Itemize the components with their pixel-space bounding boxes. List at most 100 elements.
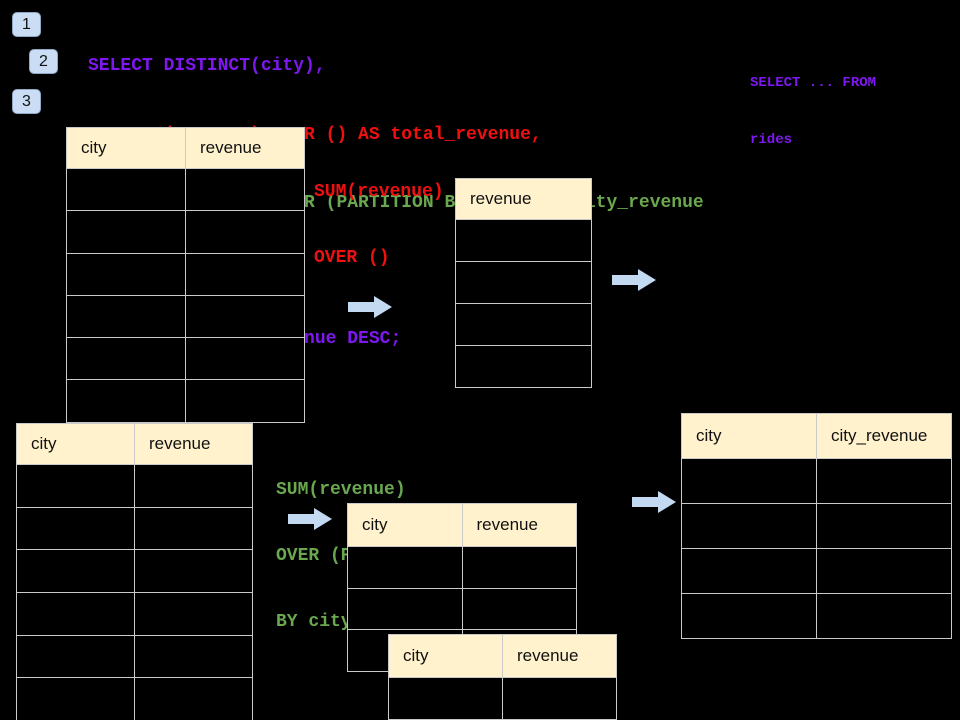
table-row-empty xyxy=(67,252,304,295)
right-arrow-shape xyxy=(632,491,676,513)
table-row-empty xyxy=(67,210,304,253)
table-cell-empty xyxy=(17,635,135,678)
table-cell-empty xyxy=(67,380,186,422)
sql-side-note-line1: SELECT ... FROM xyxy=(750,75,877,91)
table-cell-empty xyxy=(186,253,304,295)
step-badge-2: 2 xyxy=(29,49,58,74)
table-row-empty xyxy=(682,458,951,503)
table-total-revenue-result: revenue xyxy=(455,178,592,388)
column-header-city: city xyxy=(348,504,463,546)
table-row-empty xyxy=(456,303,591,345)
table-row-empty xyxy=(682,548,951,593)
table-row-empty xyxy=(67,337,304,380)
table-row-empty xyxy=(17,677,252,720)
column-header-revenue: revenue xyxy=(476,515,538,534)
column-header-revenue: revenue xyxy=(470,189,532,208)
column-header-city: city xyxy=(67,128,186,168)
right-arrow-icon xyxy=(288,508,332,530)
table-header-row: city city_revenue xyxy=(682,414,951,458)
table-row-empty xyxy=(456,345,591,387)
table-row-empty xyxy=(17,549,252,593)
table-row-empty xyxy=(67,379,304,422)
table-row-empty xyxy=(17,506,252,550)
table-row-empty xyxy=(67,294,304,338)
table-header-row: revenue xyxy=(456,179,591,219)
table-row-empty xyxy=(456,261,591,303)
table-cell-empty xyxy=(17,593,135,635)
table-cell-empty xyxy=(17,465,135,507)
sql-line-select: SELECT DISTINCT(city), xyxy=(88,56,326,77)
table-cell-empty xyxy=(135,635,252,678)
table-rides-source-bottom: city revenue xyxy=(16,423,253,720)
table-header-row: city revenue xyxy=(67,128,304,168)
table-cell-empty xyxy=(186,211,304,253)
table-header-row: city revenue xyxy=(348,504,576,546)
table-cell-empty xyxy=(186,338,304,380)
table-cell-empty xyxy=(817,459,951,503)
table-cell-empty xyxy=(456,346,591,387)
table-cell-empty xyxy=(817,594,951,638)
table-cell-empty xyxy=(348,547,463,588)
table-cell-empty xyxy=(462,547,576,588)
table-cell-empty xyxy=(389,678,503,719)
table-cell-empty xyxy=(682,594,817,638)
table-cell-empty xyxy=(817,504,951,548)
right-arrow-shape xyxy=(612,269,656,291)
table-rides-source-top: city revenue xyxy=(66,127,305,423)
annotation-window-total-line2: OVER () xyxy=(314,248,390,268)
table-cell-empty xyxy=(462,588,576,630)
table-cell-empty xyxy=(135,550,252,593)
table-row-empty xyxy=(17,634,252,678)
step-badge-1: 1 xyxy=(12,12,41,37)
annotation-window-total: SUM(revenue) OVER () xyxy=(314,137,444,313)
table-header-row: city revenue xyxy=(389,635,616,677)
column-header-revenue: revenue xyxy=(517,646,579,665)
step-badge-3: 3 xyxy=(12,89,41,114)
right-arrow-shape xyxy=(288,508,332,530)
right-arrow-icon xyxy=(632,491,676,513)
table-cell-empty xyxy=(135,507,252,550)
table-row-empty xyxy=(348,587,576,630)
annotation-window-total-line1: SUM(revenue) xyxy=(314,182,444,202)
column-header-city-revenue: city_revenue xyxy=(831,426,928,445)
table-cell-empty xyxy=(682,459,817,503)
table-cell-empty xyxy=(17,550,135,593)
table-cell-empty xyxy=(186,295,304,338)
table-cell-empty xyxy=(456,304,591,345)
table-cell-empty xyxy=(67,295,186,338)
table-cell-empty xyxy=(186,169,304,211)
table-cell-empty xyxy=(817,549,951,593)
table-cell-empty xyxy=(503,678,616,719)
table-city-revenue-result: city city_revenue xyxy=(681,413,952,639)
table-cell-empty xyxy=(67,253,186,295)
table-row-empty xyxy=(456,219,591,261)
sql-side-note: SELECT ... FROM rides xyxy=(750,36,876,188)
sql-side-note-line2: rides xyxy=(750,132,793,148)
right-arrow-icon xyxy=(348,296,392,318)
table-row-empty xyxy=(17,464,252,507)
table-cell-empty xyxy=(135,678,252,720)
table-cell-empty xyxy=(186,380,304,422)
table-cell-empty xyxy=(135,465,252,507)
column-header-revenue: revenue xyxy=(149,434,211,453)
table-row-empty xyxy=(17,592,252,635)
table-cell-empty xyxy=(67,338,186,380)
annotation-window-partition-line1: SUM(revenue) xyxy=(276,480,406,500)
table-cell-empty xyxy=(135,593,252,635)
table-cell-empty xyxy=(67,169,186,211)
column-header-city: city xyxy=(682,414,817,458)
right-arrow-shape xyxy=(348,296,392,318)
table-row-empty xyxy=(682,503,951,548)
table-cell-empty xyxy=(682,504,817,548)
column-header-city: city xyxy=(17,424,135,464)
table-row-empty xyxy=(682,593,951,638)
table-cell-empty xyxy=(17,678,135,720)
table-row-empty xyxy=(389,677,616,719)
table-cell-empty xyxy=(67,211,186,253)
column-header-revenue: revenue xyxy=(200,138,262,157)
table-partition-overlay: city revenue xyxy=(388,634,617,720)
table-row-empty xyxy=(67,168,304,211)
table-cell-empty xyxy=(348,588,463,630)
table-row-empty xyxy=(348,546,576,588)
right-arrow-icon xyxy=(612,269,656,291)
